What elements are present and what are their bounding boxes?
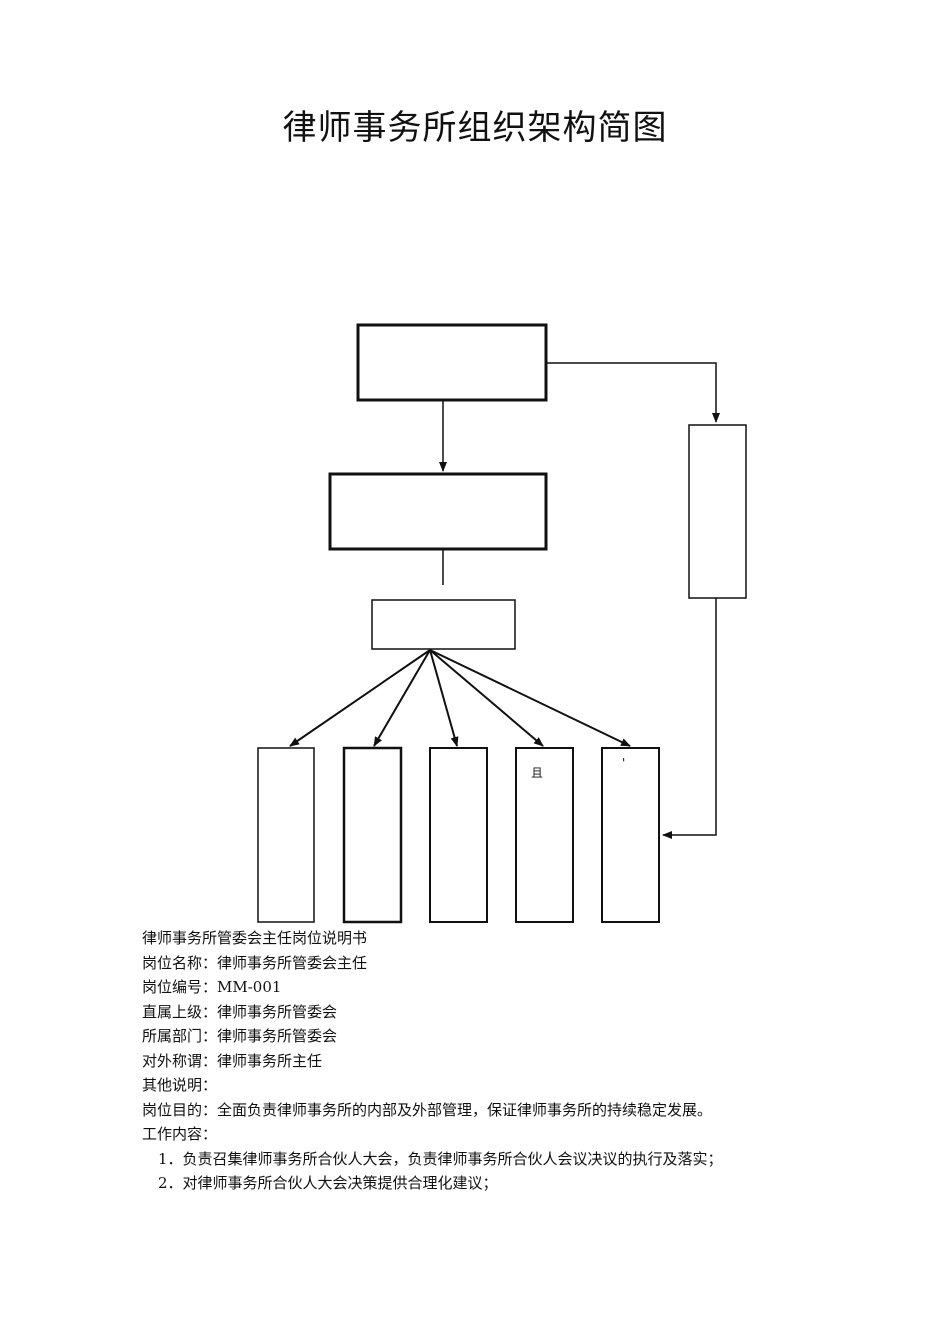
- department: 所属部门：律师事务所管委会: [142, 1027, 338, 1045]
- bottom-box-4: [515, 747, 574, 923]
- page-title: 律师事务所组织架构简图: [282, 108, 668, 148]
- position-name: 岗位名称：律师事务所管委会主任: [142, 953, 368, 972]
- bottom-box-1: [257, 747, 315, 923]
- bottom-box-2: [342, 746, 403, 924]
- arrow-to-bottom-1: [289, 649, 431, 747]
- bottom-box-5: [601, 747, 660, 923]
- right-tall-box: [688, 424, 747, 599]
- arrow-to-bottom-2: [373, 649, 431, 747]
- work-content-label: 工作内容：: [142, 1125, 218, 1143]
- arrow-to-bottom-4: [429, 649, 544, 747]
- bottom-box-3: [429, 747, 488, 923]
- arrow-to-bottom-5: [429, 649, 631, 747]
- work-item: 1．负责召集律师事务所合伙人大会，负责律师事务所合伙人会议决议的执行及落实；: [158, 1149, 723, 1168]
- other-notes: 其他说明：: [142, 1076, 218, 1094]
- third-box: [371, 599, 516, 650]
- top-box: [356, 323, 548, 402]
- job-description: 律师事务所管委会主任岗位说明书 岗位名称：律师事务所管委会主任 岗位编号：MM-…: [142, 926, 842, 1196]
- bottom-box-5-mark: ': [622, 756, 625, 770]
- work-item: 2．对律师事务所合伙人大会决策提供合理化建议；: [158, 1174, 498, 1192]
- position-code: 岗位编号：MM-001: [142, 978, 282, 996]
- arrow-to-bottom-3: [429, 649, 459, 747]
- second-box: [328, 472, 548, 551]
- description-heading: 律师事务所管委会主任岗位说明书: [142, 929, 368, 947]
- direct-superior: 直属上级：律师事务所管委会: [142, 1002, 338, 1021]
- position-purpose: 岗位目的：全面负责律师事务所的内部及外部管理，保证律师事务所的持续稳定发展。: [142, 1100, 713, 1119]
- external-title: 对外称谓：律师事务所主任: [142, 1051, 323, 1070]
- bottom-box-4-mark: 且: [531, 766, 543, 780]
- arrow-right-to-bottom-5: [662, 598, 717, 839]
- arrow-top-to-right: [546, 362, 720, 423]
